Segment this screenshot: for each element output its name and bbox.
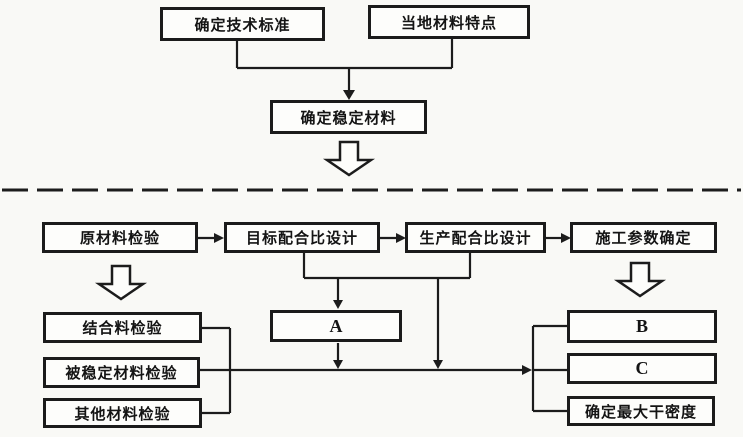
block-arrow-down-left <box>94 264 148 301</box>
arrowhead-a-to-busline <box>333 360 343 369</box>
top-merge-lines <box>235 39 454 91</box>
node-binder-inspection: 结合料检验 <box>43 312 202 343</box>
arrowhead-into-a <box>333 300 343 309</box>
node-local-material-features: 当地材料特点 <box>368 5 530 39</box>
left-bracket <box>202 326 232 415</box>
node-determine-max-dry-density: 确定最大干密度 <box>567 396 715 426</box>
middle-bus-lines <box>302 253 472 362</box>
node-b: B <box>567 310 717 343</box>
arrowhead-row2 <box>396 233 406 243</box>
arrowhead-row1 <box>214 233 224 243</box>
node-stabilized-material-inspection: 被稳定材料检验 <box>43 357 200 388</box>
block-arrow-down-top <box>322 140 376 177</box>
arrowhead-row3 <box>561 233 571 243</box>
arrowhead-production-to-busline <box>433 360 443 369</box>
right-bracket <box>531 324 567 413</box>
node-other-material-inspection: 其他材料检验 <box>43 398 202 428</box>
block-arrow-down-right <box>613 261 667 298</box>
node-determine-tech-standard: 确定技术标准 <box>160 7 325 41</box>
node-c: C <box>567 353 717 384</box>
node-raw-material-inspection: 原材料检验 <box>42 222 198 253</box>
node-determine-stabilized-material: 确定稳定材料 <box>270 100 427 134</box>
arrowhead-into-stabilized-material <box>343 90 355 100</box>
node-a: A <box>270 310 402 342</box>
node-production-mix-ratio-design: 生产配合比设计 <box>405 222 546 253</box>
node-target-mix-ratio-design: 目标配合比设计 <box>224 222 380 253</box>
node-construction-parameter-determination: 施工参数确定 <box>570 222 717 253</box>
arrowhead-long-line <box>522 365 532 375</box>
